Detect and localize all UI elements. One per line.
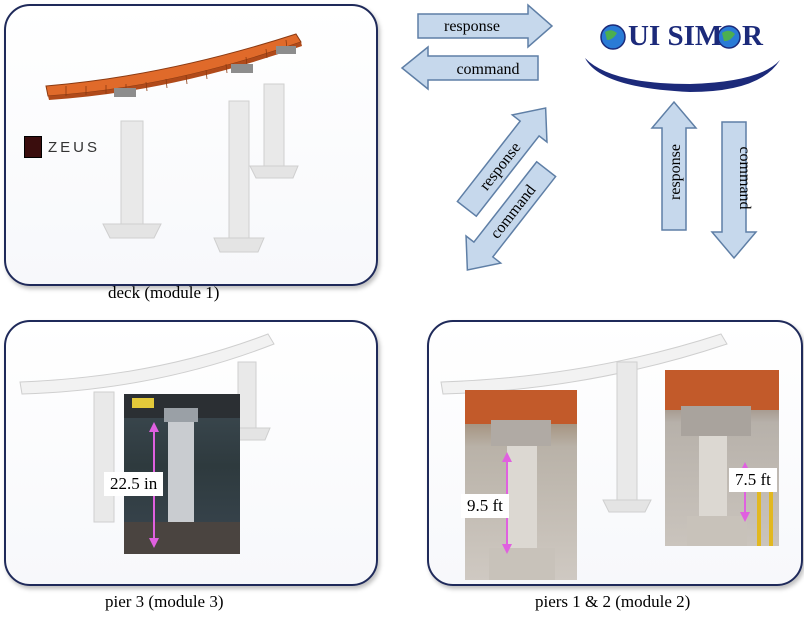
pier1-dimension-label: 9.5 ft (461, 494, 509, 518)
top-response-label: response (444, 18, 500, 35)
pier3-caption: pier 3 (module 3) (105, 592, 224, 611)
pier2-test-photo (665, 370, 779, 546)
right-command-arrow: command (710, 121, 758, 260)
right-response-label: response (667, 144, 684, 200)
uisimcor-logo-text-left: UI SIM (628, 20, 723, 52)
pier2-dimension-label: 7.5 ft (729, 468, 777, 492)
right-command-label: command (736, 146, 753, 209)
zeus-logo-text: ZEUS (48, 138, 101, 156)
deck-caption: deck (module 1) (108, 283, 220, 302)
piers12-model-illustration (440, 333, 728, 513)
right-response-arrow: response (650, 100, 698, 231)
piers12-panel: 9.5 ft 7.5 ft (427, 320, 803, 586)
top-response-arrow: response (417, 3, 554, 49)
zeus-logo: ZEUS (24, 136, 100, 158)
pier1-test-photo (465, 390, 577, 580)
top-command-label: command (456, 61, 519, 78)
top-command-arrow: command (400, 45, 539, 91)
uisimcor-logo-text-right: R (742, 20, 763, 52)
zeus-logo-mark (24, 136, 42, 158)
pier3-panel: 22.5 in (4, 320, 378, 586)
deck-panel: ZEUS (4, 4, 378, 286)
piers12-caption: piers 1 & 2 (module 2) (535, 592, 691, 611)
pier3-dimension-label: 22.5 in (104, 472, 164, 496)
deck-model-illustration (45, 33, 302, 253)
